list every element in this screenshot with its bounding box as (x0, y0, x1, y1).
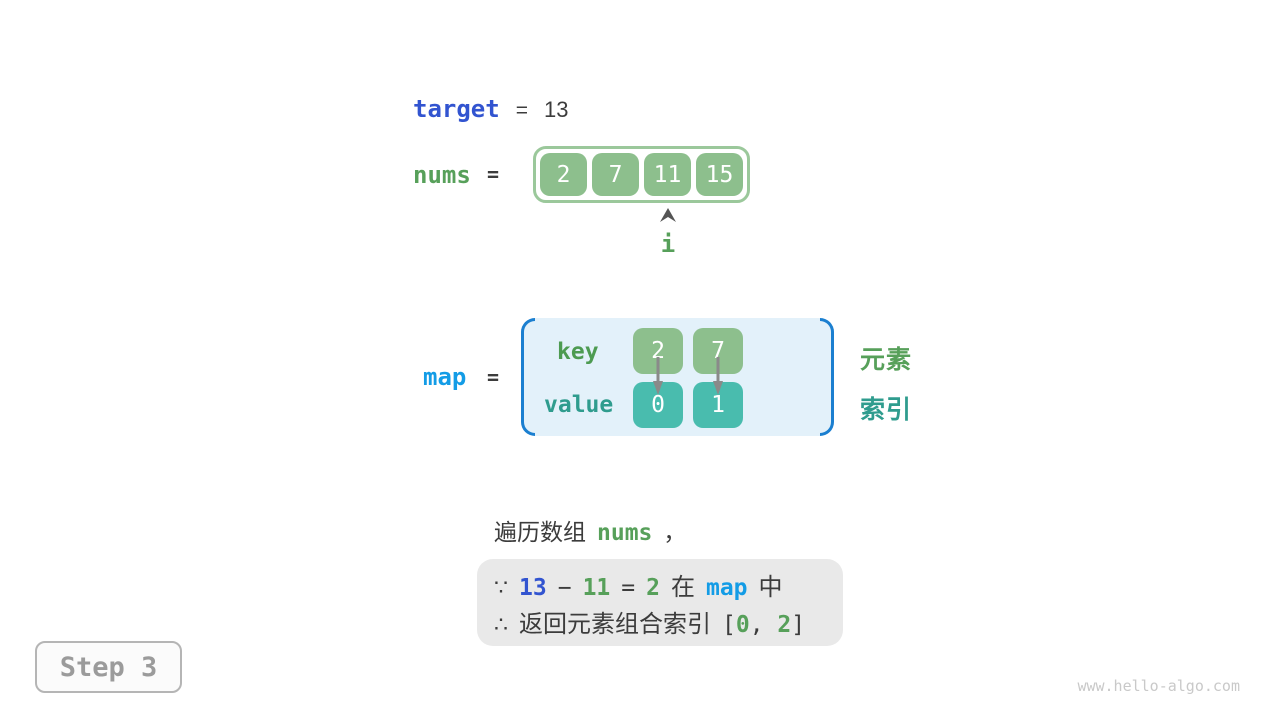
sentence-comma: ， (663, 519, 687, 545)
equals-sign: = (621, 574, 636, 601)
element-side-label: 元素 (860, 346, 913, 374)
return-text: 返回元素组合索引 (519, 611, 711, 639)
comma-separator: , (749, 612, 778, 639)
result-index-0: 0 (735, 612, 750, 639)
step-badge-label: Step 3 (59, 651, 158, 683)
nums-keyword: nums (413, 161, 471, 189)
conclusion-box: ∵ 13 − 11 = 2 在 map 中 ∴ 返回元素组合索引 [0, 2] (477, 559, 843, 646)
key-to-value-arrow-icon (653, 357, 663, 395)
nums-cell-0: 2 (540, 153, 587, 196)
close-bracket: ] (791, 612, 806, 639)
open-bracket: [ (722, 612, 736, 639)
result-index-pair: [0, 2] (722, 608, 805, 642)
target-equals: = (515, 99, 528, 122)
conclusion-line-1: ∵ 13 − 11 = 2 在 map 中 (494, 571, 843, 605)
nums-cell-2: 11 (644, 153, 691, 196)
step-badge: Step 3 (35, 641, 182, 693)
nums-cell-1: 7 (592, 153, 639, 196)
minus-sign: − (557, 574, 572, 601)
because-symbol: ∵ (494, 574, 508, 600)
map-value-cell-1: 1 (693, 382, 743, 428)
target-value: 13 (543, 97, 569, 122)
map-equals: = (487, 365, 500, 389)
nums-array: 2 7 11 15 (533, 146, 750, 203)
map-right-bracket (820, 318, 834, 436)
sentence-code: nums (597, 520, 653, 546)
target-assignment: target = 13 (413, 95, 568, 123)
traverse-sentence: 遍历数组 nums ， (494, 513, 686, 547)
therefore-symbol: ∴ (494, 612, 508, 638)
nums-cell-3: 15 (696, 153, 743, 196)
pointer-arrow-icon (660, 208, 676, 222)
minuend-value: 13 (519, 574, 547, 601)
result-index-1: 2 (777, 612, 792, 639)
map-container: key value 2 7 0 1 (521, 318, 834, 436)
zhong-word: 中 (758, 573, 783, 601)
conclusion-line-2: ∴ 返回元素组合索引 [0, 2] (494, 608, 843, 642)
key-to-value-arrow-icon (713, 357, 723, 395)
nums-equals: = (487, 162, 500, 186)
index-side-label: 索引 (860, 396, 913, 424)
map-key-label: key (557, 339, 599, 365)
watermark: www.hello-algo.com (1077, 677, 1240, 695)
map-left-bracket (521, 318, 535, 436)
in-word: 在 (670, 573, 695, 601)
difference-value: 2 (646, 574, 660, 601)
map-value-label: value (544, 392, 614, 418)
map-value-cell-0: 0 (633, 382, 683, 428)
map-word: map (705, 574, 748, 601)
subtrahend-value: 11 (582, 574, 611, 601)
sentence-prefix: 遍历数组 (494, 519, 586, 545)
index-pointer-label: i (660, 230, 676, 258)
map-keyword: map (423, 363, 467, 391)
target-keyword: target (413, 95, 500, 123)
